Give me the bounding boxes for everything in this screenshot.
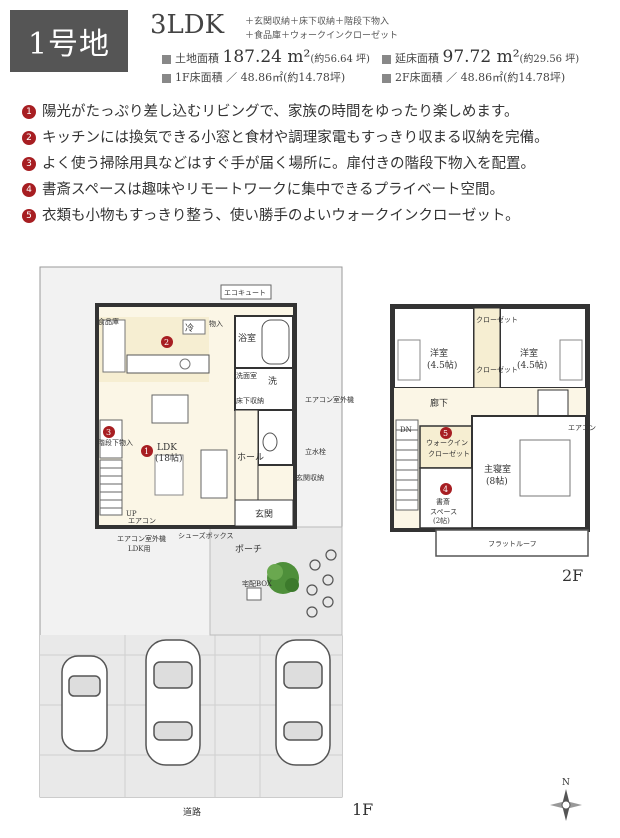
feature-badge — [103, 336, 173, 457]
closet-label: クローゼット — [476, 315, 518, 324]
badge-number: 4 — [443, 485, 448, 494]
wash-room-label: 洗面室 — [236, 371, 257, 380]
bullet-square-icon — [382, 73, 391, 83]
options-line-2: ＋食品庫＋ウォークインクローゼット — [245, 31, 399, 41]
flat-roof-label: フラットルーフ — [488, 540, 537, 548]
bath-label: 浴室 — [238, 332, 256, 344]
compass-north-label: N — [562, 778, 570, 788]
pantry-label: 食品庫 — [98, 317, 119, 326]
lot-number-badge: 1号地 — [10, 10, 128, 72]
western-room-2-size: (4.5帖) — [517, 359, 547, 371]
badge-number: 5 — [443, 429, 448, 438]
faucet-label: 立水栓 — [305, 447, 326, 456]
corridor-label: 廊下 — [430, 397, 448, 409]
western-room-1-size: (4.5帖) — [427, 359, 457, 371]
feature-badge — [440, 427, 452, 495]
study-label-2: スペース — [430, 508, 457, 516]
ldk-label: LDK — [157, 443, 177, 453]
closet-label: クローゼット — [476, 365, 518, 374]
plan-type: 3LDK — [150, 10, 225, 40]
badge-number: 3 — [106, 428, 111, 437]
shoes-box-label: シューズボックス — [178, 531, 233, 540]
bullet-square-icon — [162, 73, 171, 83]
study-label: 書斎 — [436, 497, 450, 506]
study-size: (2帖) — [433, 516, 450, 525]
first-floor-area: 1F床面積 ／ 48.86㎡(約14.78坪) — [162, 69, 345, 85]
total-floor-area: 延床面積 97.72 m²(約29.56 坪) — [382, 47, 579, 67]
western-room-2-label: 洋室 — [520, 347, 538, 359]
badge-number: 1 — [144, 447, 149, 456]
options-line-1: ＋玄関収納＋床下収納＋階段下物入 — [245, 17, 390, 27]
underfloor-storage-label: 床下収納 — [236, 396, 264, 405]
down-label: DN — [400, 426, 412, 434]
plan-2f — [390, 304, 590, 557]
aircon-label: エアコン — [128, 517, 156, 525]
laundry-label: 洗 — [268, 375, 277, 387]
ac-ldk-label: エアコン室外機 — [117, 534, 166, 543]
aircon-label: エアコン — [568, 424, 596, 432]
wic-label: ウォークイン — [426, 439, 468, 447]
floor-label-1f: 1F — [352, 800, 374, 819]
hall-label: ホール — [237, 452, 264, 463]
stair-storage-label: 階段下物入 — [98, 438, 133, 447]
floor-label-2f: 2F — [562, 566, 584, 585]
land-area: 土地面積 187.24 m²(約56.64 坪) — [162, 47, 370, 67]
compass-icon — [550, 789, 582, 821]
up-label: UP — [126, 510, 137, 518]
storage-label: 物入 — [209, 319, 223, 328]
badge-number: 2 — [164, 338, 169, 347]
entrance-storage-label: 玄関収納 — [296, 473, 324, 482]
eco-cute-label: エコキュート — [224, 289, 266, 297]
bullet-square-icon — [382, 54, 391, 64]
master-bedroom-size: (8帖) — [486, 475, 508, 487]
ac-ldk-sub-label: LDK用 — [128, 545, 151, 553]
delivery-box-label: 宅配BOX — [242, 579, 272, 588]
master-bedroom-label: 主寝室 — [484, 463, 511, 475]
second-floor-area: 2F床面積 ／ 48.86㎡(約14.78坪) — [382, 69, 565, 85]
bullet-square-icon — [162, 54, 171, 64]
entrance-label: 玄関 — [255, 508, 273, 520]
wic-label-2: クローゼット — [428, 449, 470, 458]
road-label: 道路 — [183, 806, 201, 818]
fridge-label: 冷 — [185, 322, 194, 334]
ldk-size-label: (18帖) — [155, 452, 182, 464]
car-icon — [61, 639, 331, 766]
ac-outdoor-label: エアコン室外機 — [305, 395, 354, 404]
porch-label: ポーチ — [235, 544, 262, 555]
western-room-1-label: 洋室 — [430, 347, 448, 359]
